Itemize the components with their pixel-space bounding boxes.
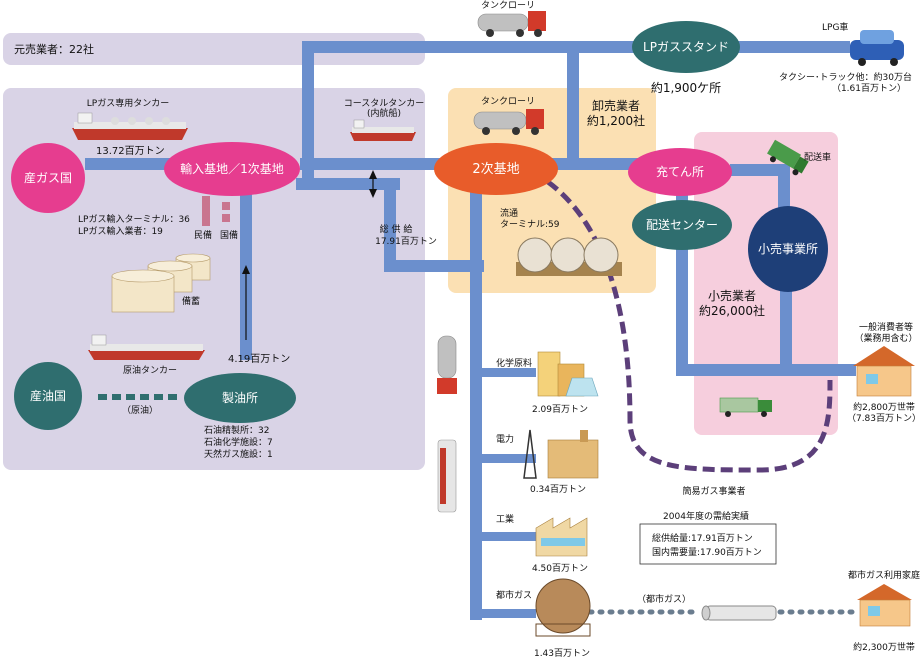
filling-station-node: [628, 148, 732, 196]
tank-lorry-vertical-icon: [437, 335, 457, 394]
total-supply-value: 17.91百万トン: [375, 236, 437, 247]
consumers-label-2: （業務用含む）: [854, 332, 917, 344]
lpg-stand-node: [632, 21, 740, 73]
tank-lorry-top-icon: [477, 11, 546, 37]
summary-demand: 国内需要量:17.90百万トン: [652, 546, 762, 558]
retailers-label-1: 小売業者: [708, 288, 756, 303]
delivery-center-node: [632, 200, 732, 250]
chemical-plant-icon: [537, 351, 599, 397]
crude-tanker-label: 原油タンカー: [123, 364, 177, 376]
national-reserve-label: 国備: [220, 229, 238, 241]
delivery-truck-bottom-icon: [719, 397, 772, 417]
private-reserve-bar: [202, 196, 210, 226]
retailers-label-2: 約26,000社: [699, 303, 765, 318]
tank-lorry-mid-icon: [473, 109, 544, 135]
spherical-tanks-icon: [516, 237, 622, 276]
households-label-2: （7.83百万トン）: [847, 413, 920, 424]
wholesalers-label-1: 卸売業者: [592, 98, 640, 113]
delivery-truck-label: 配送車: [804, 151, 831, 163]
city-gas-holder-icon: [535, 578, 591, 637]
coastal-tanker-icon: [350, 119, 416, 141]
importers-label: LPガス輸入業者：19: [78, 225, 163, 237]
refinery-volume-label: 4.19百万トン: [228, 353, 290, 365]
flow-arrow-refinery-up: [242, 265, 250, 340]
power-volume: 0.34百万トン: [530, 484, 586, 495]
producer-oil-label: 産油国: [30, 388, 66, 403]
consumers-label-1: 一般消費者等: [859, 321, 913, 333]
summary-supply: 総供給量:17.91百万トン: [652, 532, 753, 544]
producer-oil-node: [14, 362, 82, 430]
national-reserve-bar: [222, 202, 230, 210]
wholesalers-label-2: 約1,200社: [587, 113, 645, 128]
city-gas-house-icon: [857, 584, 912, 627]
industry-label: 工業: [496, 513, 514, 525]
sellers-count: 元売業者：22社: [14, 42, 94, 56]
delivery-center-label: 配送センター: [646, 217, 718, 232]
city-gas-paren: （都市ガス）: [637, 593, 691, 605]
coastal-tanker-sub: (内航船): [367, 107, 401, 119]
crude-label: （原油）: [122, 404, 158, 416]
reserve-label: 備蓄: [182, 295, 200, 307]
city-gas-volume: 1.43百万トン: [534, 648, 590, 659]
storage-tanks-icon: [111, 253, 211, 313]
city-gas-homes-label: 都市ガス利用家庭: [848, 569, 920, 581]
tank-lorry-mid-label: タンクローリ: [481, 96, 535, 107]
private-reserve-label: 民備: [194, 229, 212, 241]
petrochem-label: 石油化学施設：7: [204, 436, 273, 448]
flow-arrow-coastal: [369, 170, 377, 198]
simple-gas-label: 簡易ガス事業者: [682, 485, 745, 497]
retail-office-node: [748, 206, 828, 292]
national-reserve-bar-2: [222, 214, 230, 222]
city-gas-label: 都市ガス: [496, 589, 532, 601]
city-gas-pipe-icon: [701, 605, 777, 621]
producer-gas-label: 産ガス国: [24, 170, 72, 185]
city-gas-homes-count: 約2,300万世帯: [853, 641, 915, 653]
summary-box: 2004年度の需給実績 総供給量:17.91百万トン 国内需要量:17.90百万…: [639, 510, 777, 565]
crude-tanker-icon: [88, 334, 205, 360]
filling-station-label: 充てん所: [656, 164, 704, 179]
households-label-1: 約2,800万世帯: [853, 401, 915, 413]
refinery-label: 製油所: [222, 391, 258, 405]
power-label: 電力: [496, 433, 514, 445]
vertical-tanker-icon: [437, 439, 457, 513]
taxi-label-1: タクシー･トラック他：約30万台: [779, 71, 912, 83]
factory-icon: [535, 517, 588, 557]
import-base-node: [164, 142, 300, 196]
secondary-base-node: [434, 143, 558, 195]
refineries-label: 石油精製所：32: [204, 424, 269, 436]
coastal-tanker-label: コースタルタンカー: [344, 98, 425, 109]
import-terminals-label: LPガス輸入ターミナル：36: [78, 213, 190, 225]
summary-title: 2004年度の需給実績: [663, 510, 749, 522]
secondary-base-label: 2次基地: [472, 161, 519, 177]
producer-gas-node: [11, 143, 85, 213]
power-plant-icon: [523, 429, 599, 479]
distribution-terminals-label-2: ターミナル:59: [500, 219, 560, 230]
chemical-volume: 2.09百万トン: [532, 404, 588, 415]
retail-office-label: 小売事業所: [758, 241, 818, 256]
distribution-terminals-label-1: 流通: [500, 207, 518, 219]
lpg-stand-label: LPガススタンド: [643, 40, 729, 54]
stand-count-label: 約1,900ケ所: [651, 80, 721, 95]
lpg-car-label: LPG車: [822, 21, 848, 33]
lpg-car-icon: [850, 30, 904, 66]
industry-volume: 4.50百万トン: [532, 563, 588, 574]
tank-lorry-top-label: タンクローリ: [481, 0, 535, 11]
lpg-tanker-icon: [72, 112, 188, 140]
natgas-label: 天然ガス施設：1: [204, 448, 273, 460]
consumer-house-icon: [853, 346, 915, 397]
import-base-label: 輸入基地／1次基地: [180, 161, 284, 176]
taxi-label-2: （1.61百万トン）: [832, 83, 906, 94]
delivery-truck-top-icon: [767, 139, 809, 176]
refinery-node: [184, 373, 296, 423]
lpg-tanker-label: LPガス専用タンカー: [87, 97, 169, 109]
chemical-label: 化学原料: [496, 357, 532, 369]
total-supply-label: 総 供 給: [380, 223, 413, 235]
import-volume-label: 13.72百万トン: [96, 145, 165, 157]
